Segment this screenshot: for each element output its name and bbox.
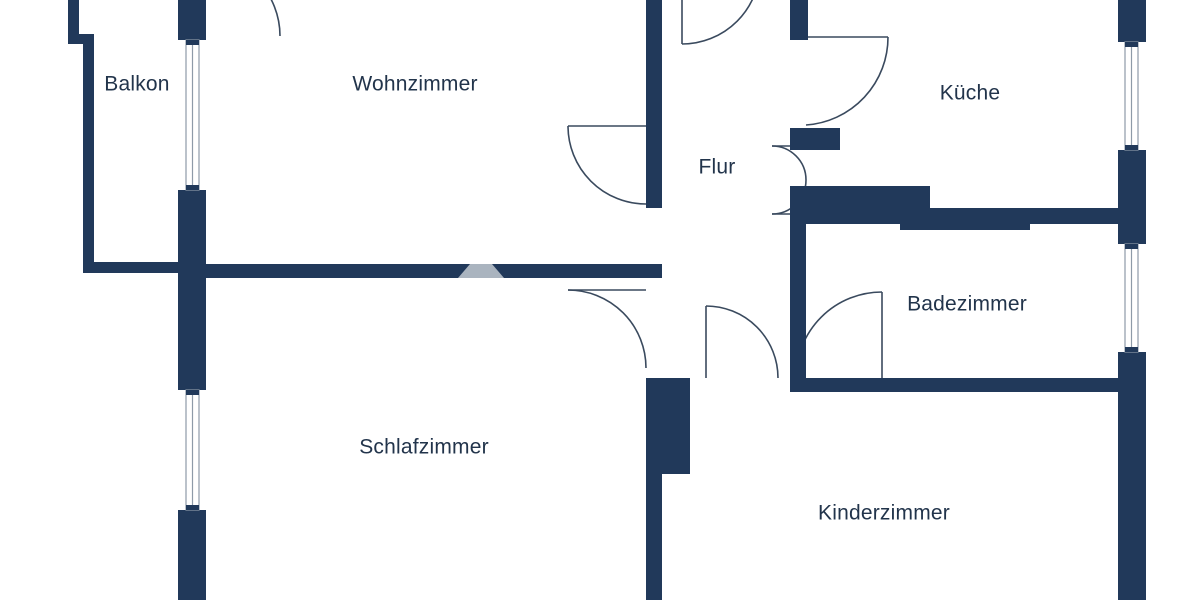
room-label-badezimmer: Badezimmer — [907, 293, 1027, 316]
window-group — [185, 39, 1139, 511]
wall-group — [68, 0, 1146, 600]
wall-wohnzimmer-schlafzimmer-divider — [200, 264, 662, 278]
left-exterior-wall — [178, 0, 206, 600]
door-flur-top-arc — [681, 0, 754, 45]
room-label-wohnzimmer: Wohnzimmer — [352, 73, 477, 96]
door-wohnzimmer-flur-arc — [567, 125, 647, 205]
window-balkon-door — [185, 39, 200, 191]
dimension-arrow-marker — [458, 264, 504, 278]
window-kueche — [1124, 41, 1139, 151]
room-label-balkon: Balkon — [104, 73, 169, 96]
wall-bad-kinderzimmer-divider — [790, 378, 1134, 392]
room-label-flur: Flur — [699, 156, 736, 179]
room-label-kueche: Küche — [940, 82, 1001, 105]
window-badezimmer — [1124, 243, 1139, 353]
room-label-group: Balkon Wohnzimmer Flur Küche Badezimmer … — [104, 73, 1027, 525]
door-kueche-arc — [805, 36, 889, 126]
bath-left-wall — [790, 224, 806, 378]
balcony-walls — [68, 0, 200, 273]
kitchen-walls — [790, 0, 1134, 230]
window-schlafzimmer — [185, 389, 200, 511]
door-schlafzimmer-flur-arc — [567, 289, 647, 369]
right-exterior-wall — [1118, 0, 1146, 600]
room-label-kinderzimmer: Kinderzimmer — [818, 502, 950, 525]
room-label-schlafzimmer: Schlafzimmer — [359, 436, 489, 459]
door-kinderzimmer-arc — [705, 305, 779, 379]
flur-spine-wall — [646, 0, 690, 600]
door-swing-group — [199, 0, 889, 379]
